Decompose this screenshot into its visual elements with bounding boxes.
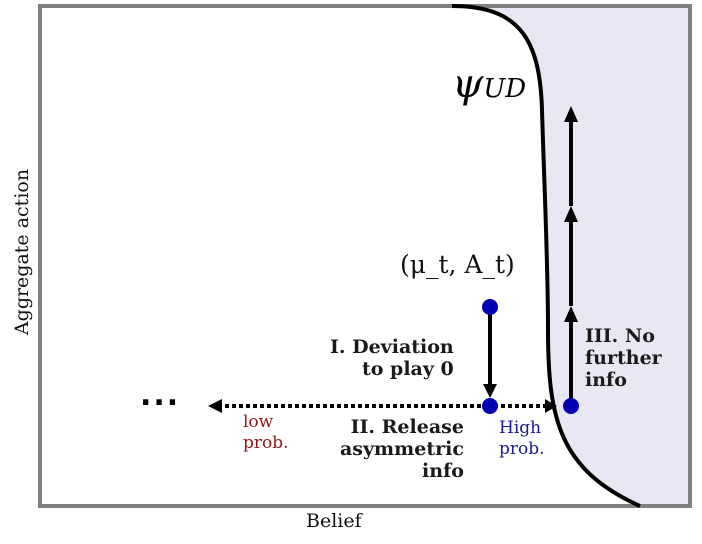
curve-label-symbol: ψ — [452, 61, 484, 107]
high-prob-line1: High — [499, 418, 542, 438]
high-prob-arrowhead — [545, 399, 557, 413]
low-prob-line2: prob. — [243, 433, 289, 453]
no-info-arrowhead-1 — [564, 306, 578, 322]
high-prob-point — [563, 398, 579, 414]
psi-ud-curve — [451, 4, 641, 508]
step2-line3: info — [422, 460, 464, 482]
no-info-arrowhead-3 — [564, 106, 578, 122]
step2-line2: asymmetric — [340, 438, 464, 460]
step3-line3: info — [585, 369, 627, 391]
step2-line1: II. Release — [350, 416, 464, 438]
step3-line2: further — [585, 347, 662, 369]
high-prob-label: High prob. — [499, 418, 545, 460]
deviation-point — [482, 398, 498, 414]
high-prob-line2: prob. — [499, 439, 545, 459]
step1-label: I. Deviation to play 0 — [330, 336, 454, 380]
step3-line1: III. No — [585, 325, 655, 347]
low-prob-line1: low — [243, 412, 274, 432]
curve-label-subscript: UD — [483, 74, 527, 104]
ellipsis: ... — [140, 378, 181, 413]
low-prob-label: low prob. — [243, 412, 289, 454]
step1-line1: I. Deviation — [330, 336, 454, 358]
step3-label: III. No further info — [585, 325, 662, 391]
deviation-arrowhead — [483, 384, 497, 398]
state-label: (μ_t, A_t) — [400, 250, 515, 279]
step2-label: II. Release asymmetric info — [340, 416, 464, 482]
step1-line2: to play 0 — [361, 358, 454, 380]
curve-label: ψUD — [452, 62, 526, 111]
x-axis-label: Belief — [306, 510, 362, 532]
low-prob-arrowhead — [208, 399, 222, 413]
plot-frame — [38, 4, 692, 508]
state-point — [482, 299, 498, 315]
y-axis-label: Aggregate action — [11, 168, 33, 336]
no-info-arrowhead-2 — [564, 206, 578, 222]
